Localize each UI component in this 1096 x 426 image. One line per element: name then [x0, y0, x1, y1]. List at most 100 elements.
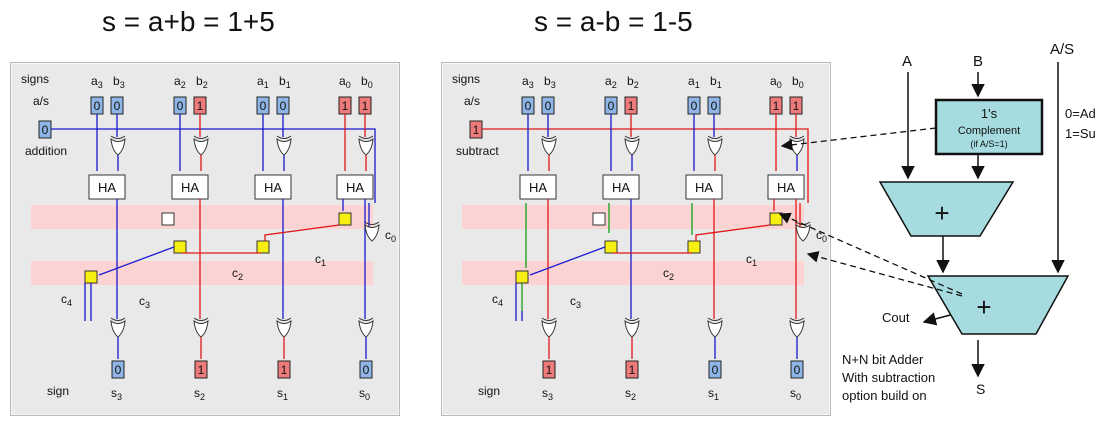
a-label-3-sub: 0: [777, 80, 782, 90]
ha-label-0: HA: [529, 180, 547, 195]
caption-line-3: option build on: [842, 388, 927, 403]
s-xor-3: [358, 319, 374, 338]
input-a-label: A: [902, 53, 912, 70]
s-bit-1-box: [194, 360, 208, 379]
s-xor-3-arc: [358, 317, 374, 321]
b-bit-0-value: 0: [545, 99, 552, 113]
s-xor-2-arc: [707, 317, 723, 321]
b-xor-3: [789, 137, 805, 156]
s-label-0: s3: [542, 386, 553, 402]
carry-gate-b-1: [604, 240, 618, 254]
b-label-1: b2: [196, 74, 208, 90]
s-bit-1-value: 1: [629, 363, 636, 377]
b-xor-1-arc: [624, 135, 640, 139]
s-xor-0-arc: [541, 317, 557, 321]
adder-2: [926, 275, 1070, 335]
s-xor-3-arc: [789, 317, 805, 321]
b-label-2-main: b: [710, 74, 717, 88]
a-bit-0-value: 0: [525, 99, 532, 113]
complement-line2: (if A/S=1): [970, 139, 1007, 149]
s-xor-2: [276, 319, 292, 338]
a-label-3-sub: 0: [346, 80, 351, 90]
sign-label: sign: [47, 384, 69, 398]
carry-gate-b-1: [173, 240, 187, 254]
s-label-3-main: s: [359, 386, 365, 400]
mode-sub-label: 1=Sub: [1065, 126, 1096, 141]
carry-label-3: c3: [570, 294, 581, 310]
s-label-1-sub: 2: [631, 392, 636, 402]
b-label-0-main: b: [544, 74, 551, 88]
carry-label-0: c0: [385, 228, 396, 244]
ha-0: [519, 174, 557, 200]
ha-2: [254, 174, 292, 200]
a-label-0-sub: 3: [98, 80, 103, 90]
b-label-3-sub: 0: [799, 80, 804, 90]
carry-label-4-main: c: [61, 292, 67, 306]
as-bit-value: 1: [473, 123, 480, 137]
wire-cout: [922, 312, 955, 326]
s-label-1-main: s: [625, 386, 631, 400]
carry-gate-top: [592, 212, 606, 226]
carry-label-3: c3: [139, 294, 150, 310]
a-label-2: a1: [688, 74, 700, 90]
s-label-3: s0: [790, 386, 801, 402]
carry-gate-3: [338, 212, 352, 226]
carry-gate-top: [161, 212, 175, 226]
carry-label-4-sub: 4: [67, 298, 72, 308]
s-bit-1-value: 1: [198, 363, 205, 377]
s-label-3-main: s: [790, 386, 796, 400]
s-label-1: s2: [625, 386, 636, 402]
a-label-0: a3: [522, 74, 534, 90]
input-b-label: B: [973, 53, 983, 70]
ha-3: [336, 174, 374, 200]
a-label-2-main: a: [688, 74, 695, 88]
carry-label-2-sub: 2: [238, 272, 243, 282]
ha-label-3: HA: [346, 180, 364, 195]
b-label-1: b2: [627, 74, 639, 90]
b-label-2: b1: [279, 74, 291, 90]
ha-2: [685, 174, 723, 200]
carry-label-2: c2: [663, 266, 674, 282]
cout-label: Cout: [882, 310, 910, 325]
ha-label-2: HA: [264, 180, 282, 195]
b-xor-2-arc: [276, 135, 292, 139]
s-bit-0-value: 0: [115, 363, 122, 377]
as-bit-value: 0: [42, 123, 49, 137]
a-label-2: a1: [257, 74, 269, 90]
ha-label-2: HA: [695, 180, 713, 195]
s-xor-0: [110, 319, 126, 338]
carry-label-1: c1: [315, 252, 326, 268]
s-bit-1-box: [625, 360, 639, 379]
signs-label: signs: [21, 72, 49, 86]
s-bit-3-value: 0: [794, 363, 801, 377]
s-label-2: s1: [708, 386, 719, 402]
b-xor-0-arc: [541, 135, 557, 139]
b-bit-1-value: 1: [628, 99, 635, 113]
carry-label-1-sub: 1: [752, 258, 757, 268]
band-upper: [462, 205, 804, 229]
a-bit-1-value: 0: [177, 99, 184, 113]
s-label-0: s3: [111, 386, 122, 402]
s-label-1-main: s: [194, 386, 200, 400]
carry-label-2: c2: [232, 266, 243, 282]
b-label-0: b3: [113, 74, 125, 90]
carry-label-4-sub: 4: [498, 298, 503, 308]
a-label-2-sub: 1: [264, 80, 269, 90]
s-label-1: s2: [194, 386, 205, 402]
a-label-0-sub: 3: [529, 80, 534, 90]
carry-label-0-sub: 0: [391, 234, 396, 244]
a-label-3: a0: [770, 74, 782, 90]
b-label-1-main: b: [196, 74, 203, 88]
a-label-2-main: a: [257, 74, 264, 88]
carry-gate-0: [84, 270, 98, 284]
a-label-3-main: a: [770, 74, 777, 88]
ha-0: [88, 174, 126, 200]
mode-label: subtract: [456, 144, 499, 158]
c0-xor: [795, 223, 811, 242]
s-bit-0-value: 1: [546, 363, 553, 377]
b-bit-2-value: 0: [711, 99, 718, 113]
a-label-0-main: a: [522, 74, 529, 88]
